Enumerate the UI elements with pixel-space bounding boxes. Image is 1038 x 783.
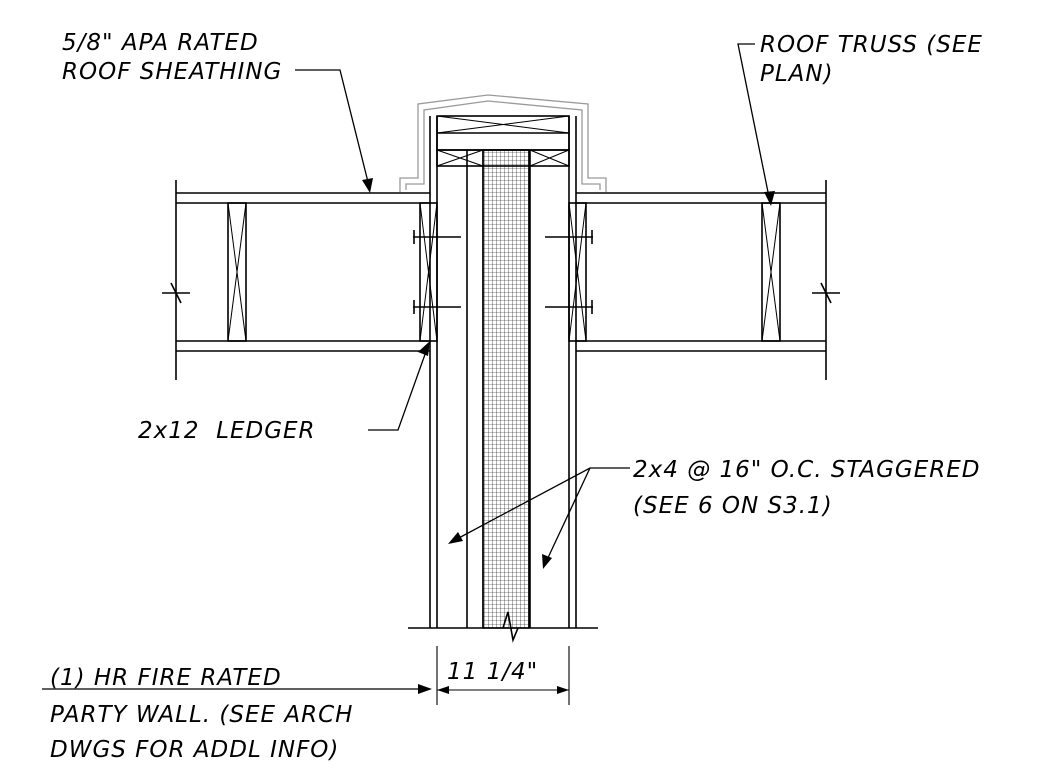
wall-thickness-dimension <box>436 646 570 705</box>
party-wall-label-line1: (1) HR FIRE RATED <box>50 665 282 691</box>
annotations: 5/8" APA RATED ROOF SHEATHING ROOF TRUSS… <box>50 30 983 763</box>
right-ledger <box>545 202 593 342</box>
studs-label-line2: (SEE 6 ON S3.1) <box>633 493 833 519</box>
left-roof-truss <box>162 180 430 380</box>
left-ledger <box>413 202 461 342</box>
sheathing-label-line1: 5/8" APA RATED <box>62 30 259 56</box>
truss-label-line2: PLAN) <box>760 61 834 87</box>
top-plates <box>399 94 607 192</box>
studs-label-line1: 2x4 @ 16" O.C. STAGGERED <box>633 457 981 483</box>
party-wall-label-line3: DWGS FOR ADDL INFO) <box>50 737 339 763</box>
dimension-label: 11 1/4" <box>447 659 538 685</box>
party-wall <box>408 116 598 643</box>
ledger-label: 2x12 LEDGER <box>138 418 316 444</box>
leaders <box>42 43 775 694</box>
truss-label-line1: ROOF TRUSS (SEE <box>760 32 983 58</box>
sheathing-label-line2: ROOF SHEATHING <box>62 59 282 85</box>
right-roof-truss <box>576 180 840 380</box>
insulation-core <box>482 149 530 629</box>
party-wall-label-line2: PARTY WALL. (SEE ARCH <box>50 702 353 728</box>
